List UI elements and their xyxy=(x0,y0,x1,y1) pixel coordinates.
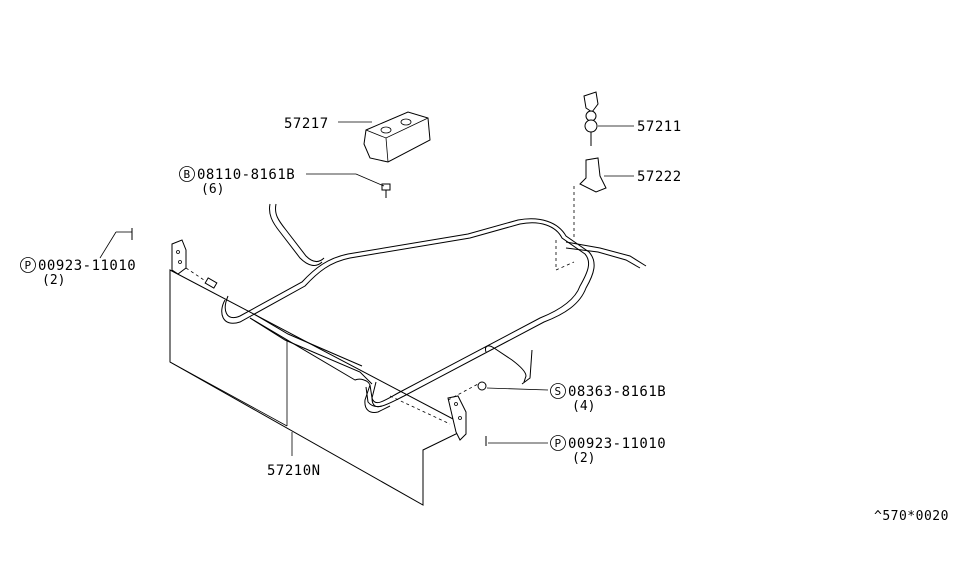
left-bracket xyxy=(171,239,218,289)
right-bracket xyxy=(389,383,479,441)
label-57217: 57217 xyxy=(284,116,329,132)
code-bolt-b: 08110-8161B xyxy=(197,167,295,183)
symbol-s: S xyxy=(555,385,562,398)
label-pin-p-left: P 00923-11010 (2) xyxy=(20,257,136,288)
symbol-b: B xyxy=(184,168,191,181)
bolt-b xyxy=(306,173,391,198)
part-57217-block xyxy=(338,111,431,163)
code-pin-p-left: 00923-11010 xyxy=(38,258,136,274)
code-pin-p-right: 00923-11010 xyxy=(568,436,666,452)
pin-p-right xyxy=(485,436,548,446)
label-screw-s: S 08363-8161B (4) xyxy=(550,383,666,414)
label-bolt-b: B 08110-8161B (6) xyxy=(179,166,295,197)
label-pin-p-right: P 00923-11010 (2) xyxy=(550,435,666,466)
label-57210n: 57210N xyxy=(267,463,321,479)
qty-bolt-b: (6) xyxy=(201,182,224,197)
pin-p-left xyxy=(99,228,133,259)
qty-screw-s: (4) xyxy=(572,399,595,414)
code-screw-s: 08363-8161B xyxy=(568,384,666,400)
label-57211: 57211 xyxy=(637,119,682,135)
symbol-p-left: P xyxy=(25,259,32,272)
qty-pin-p-right: (2) xyxy=(572,451,595,466)
tube-frame xyxy=(221,203,647,413)
reference-code: ^570*0020 xyxy=(874,509,949,524)
screw-s xyxy=(477,381,549,391)
part-57222-bracket xyxy=(555,157,634,271)
symbol-p-right: P xyxy=(555,437,562,450)
qty-pin-p-left: (2) xyxy=(42,273,65,288)
label-57222: 57222 xyxy=(637,169,682,185)
part-57211-clip xyxy=(583,91,634,146)
